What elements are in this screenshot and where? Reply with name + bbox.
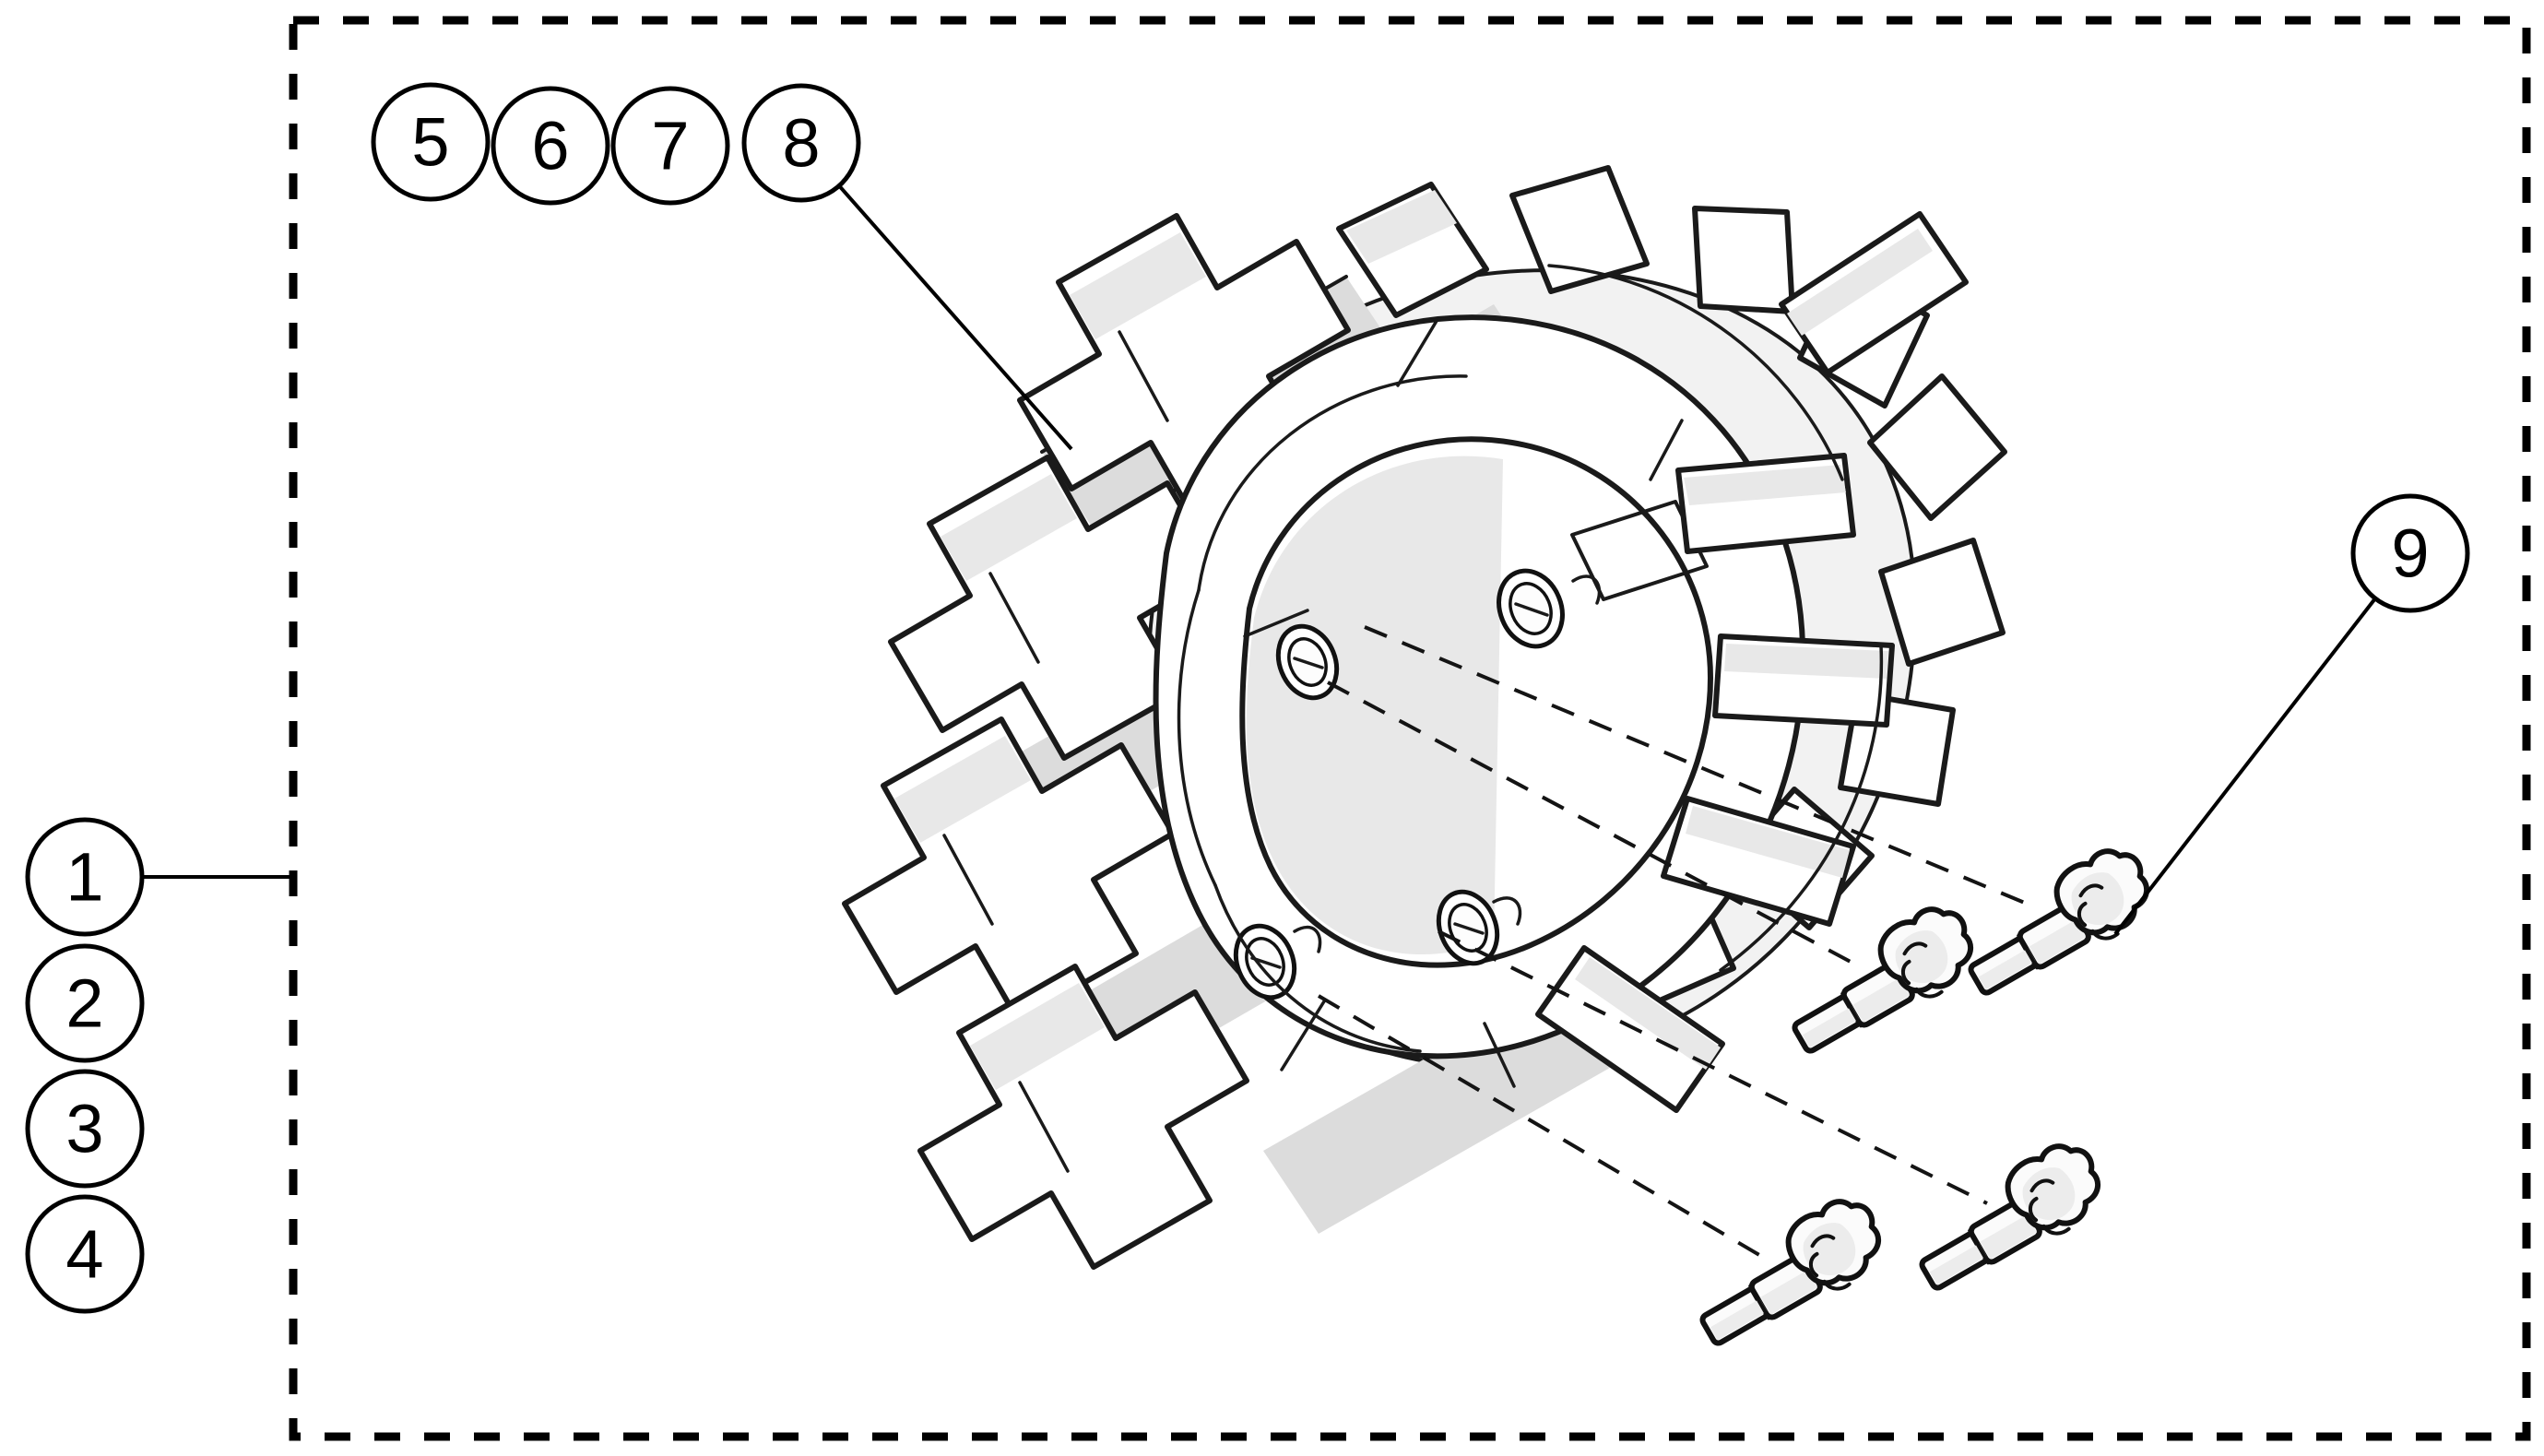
bolt [1699, 1199, 1882, 1346]
callout-label-3: 3 [65, 1091, 103, 1167]
dashed-frame-border [289, 16, 2531, 1441]
callout-circle-6[interactable] [491, 86, 610, 206]
callout-circle-9[interactable] [2350, 493, 2470, 613]
assembly-axis [1317, 994, 1772, 1263]
callout-8[interactable]: 8 [741, 83, 861, 203]
assembly-axis [1438, 929, 1988, 1205]
callout-label-2: 2 [65, 965, 103, 1042]
callout-bubbles: 1 2 3 4 5 6 [25, 82, 2470, 1314]
rotor-right-teeth [1535, 211, 1969, 1113]
callout-label-6: 6 [531, 108, 569, 184]
leader-line-9 [2113, 597, 2377, 936]
rotor-front-hub-ring [1153, 314, 1806, 1059]
callout-circle-5[interactable] [371, 82, 491, 202]
callout-label-9: 9 [2391, 515, 2429, 592]
callout-2[interactable]: 2 [25, 943, 145, 1063]
callout-label-1: 1 [65, 839, 103, 916]
toothed-rotor-part [842, 165, 2007, 1270]
callout-4[interactable]: 4 [25, 1194, 145, 1314]
bolt [1919, 1143, 2101, 1291]
bolt [1792, 906, 1974, 1054]
callout-6[interactable]: 6 [491, 86, 610, 206]
callout-label-5: 5 [411, 104, 449, 181]
callout-5[interactable]: 5 [371, 82, 491, 202]
assembly-axis [1327, 681, 1864, 970]
callout-label-7: 7 [651, 108, 689, 184]
rotor-front-teeth [842, 213, 1351, 1270]
callout-9[interactable]: 9 [2350, 493, 2470, 613]
callout-7[interactable]: 7 [610, 86, 730, 206]
bolt [1968, 848, 2150, 996]
assembly-axis-lines [1317, 625, 2039, 1263]
rotor-mounting-bosses [1233, 500, 1709, 1000]
callout-circle-4[interactable] [25, 1194, 145, 1314]
callout-1[interactable]: 1 [25, 817, 145, 937]
callout-circle-1[interactable] [25, 817, 145, 937]
callout-circle-8[interactable] [741, 83, 861, 203]
leader-line-8 [837, 184, 1073, 451]
callout-circle-3[interactable] [25, 1069, 145, 1189]
callout-label-4: 4 [65, 1216, 103, 1293]
rotor-surface-detail [942, 264, 1884, 1173]
callout-circle-7[interactable] [610, 86, 730, 206]
callout-circle-2[interactable] [25, 943, 145, 1063]
callout-3[interactable]: 3 [25, 1069, 145, 1189]
callout-label-8: 8 [782, 105, 820, 182]
callout-leader-lines [142, 184, 2377, 936]
